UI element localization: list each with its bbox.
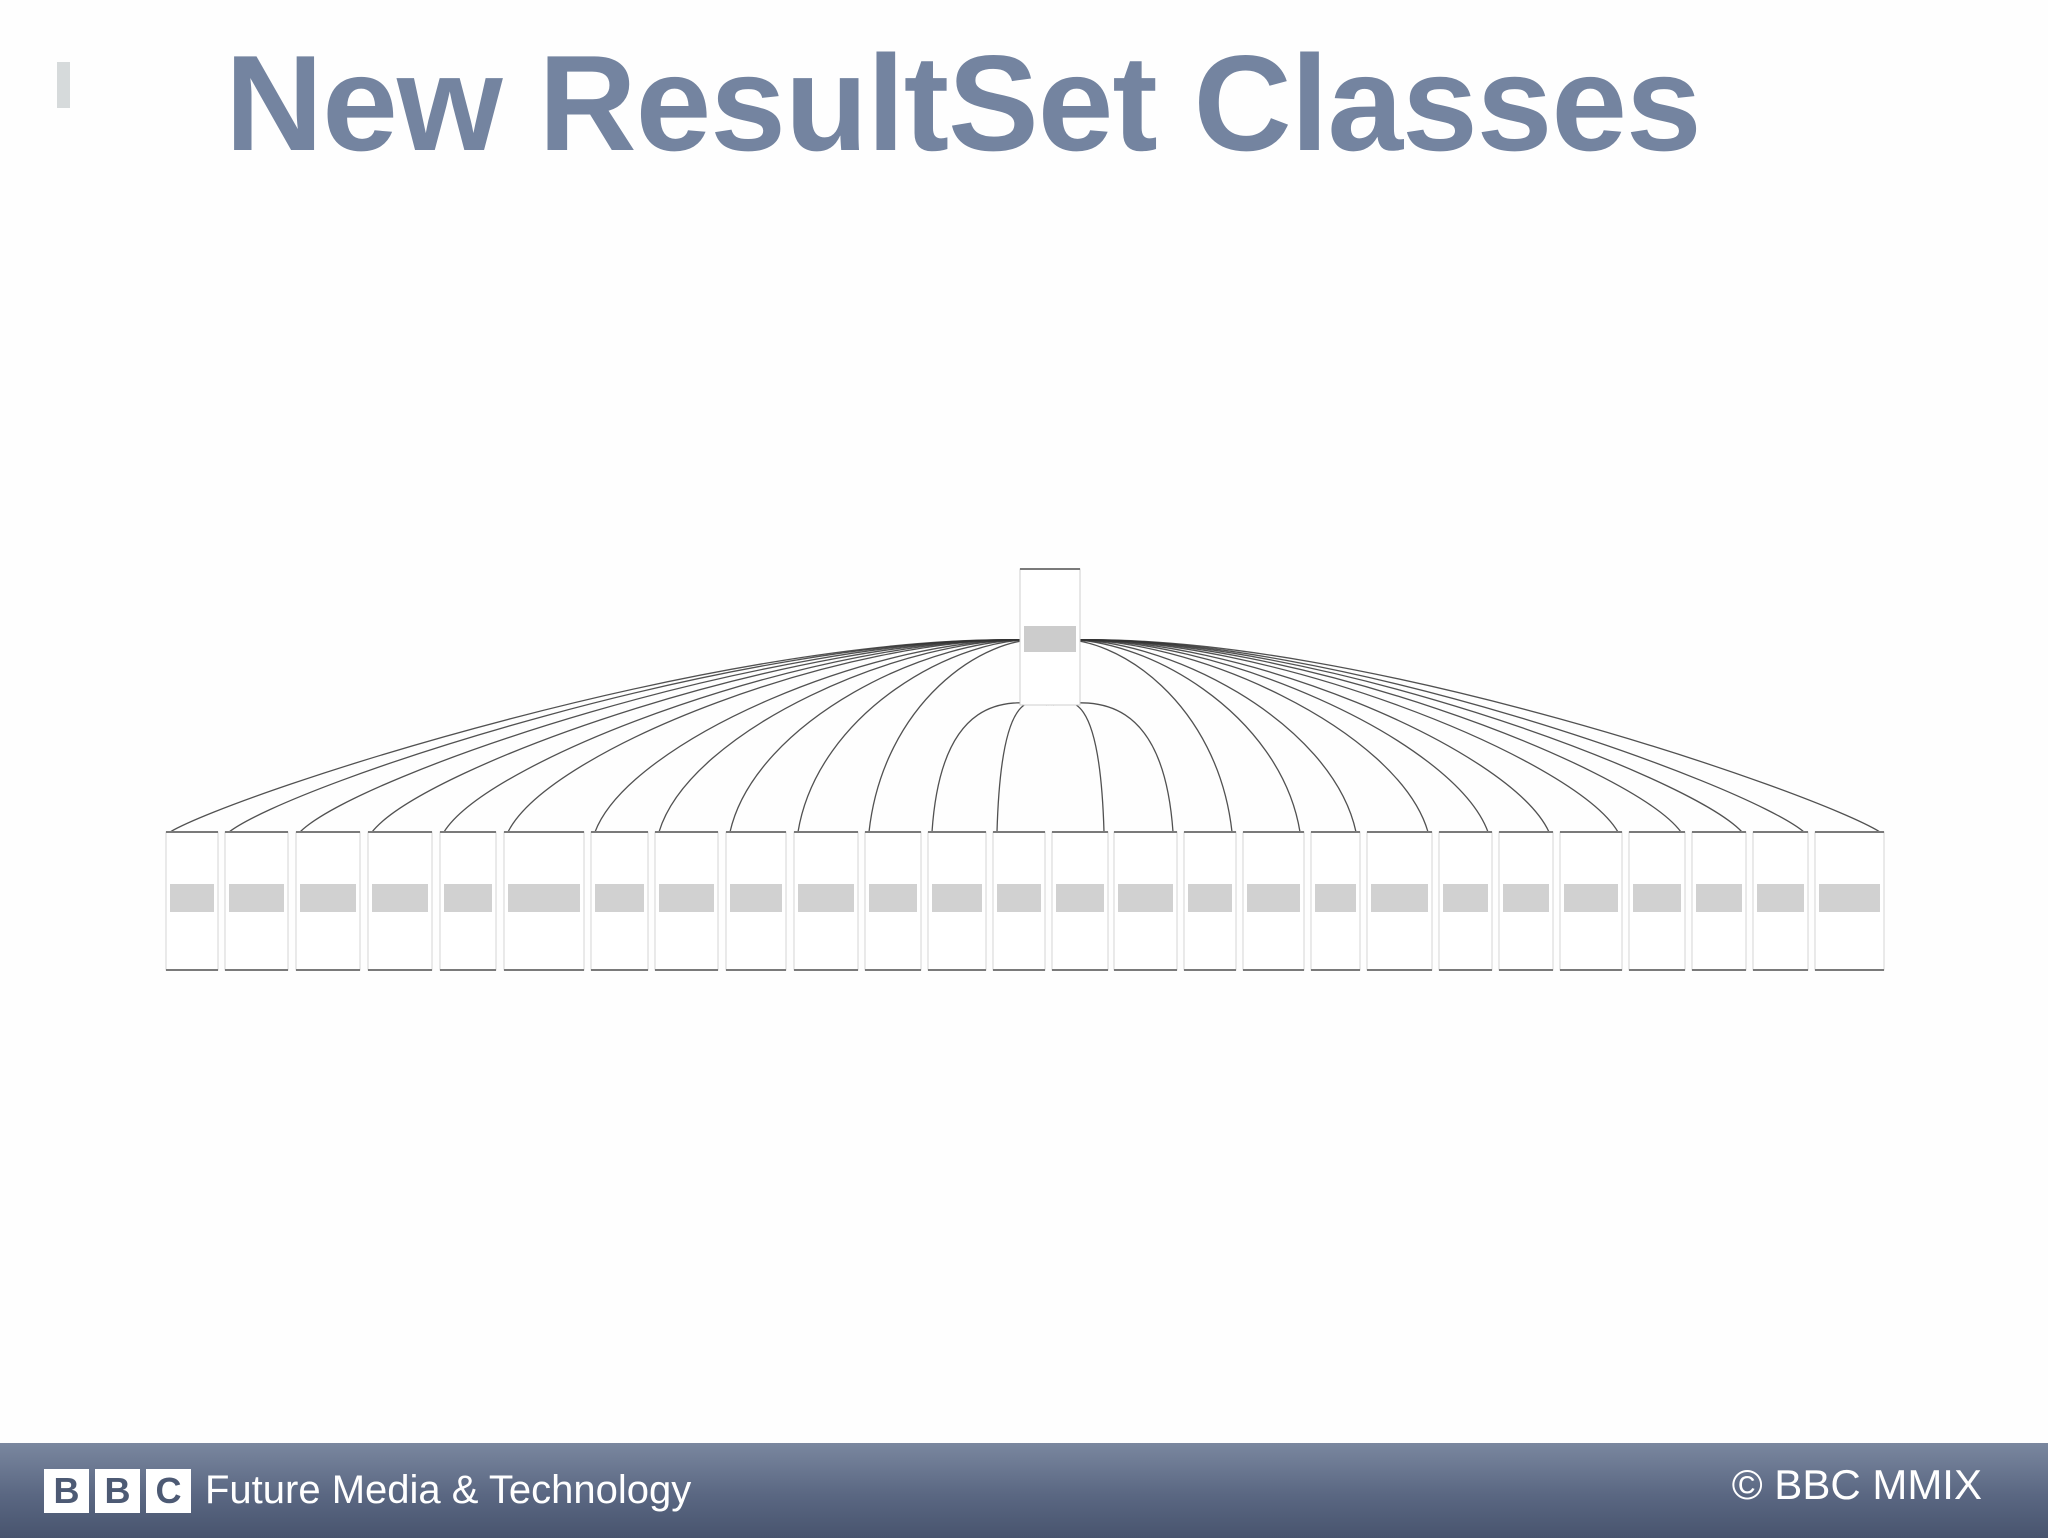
connector-line [1071,639,1743,833]
child-class-box [1691,831,1747,971]
child-class-box [1242,831,1305,971]
connector-line [1073,639,1805,833]
child-class-box [224,831,289,971]
child-class-box [992,831,1046,971]
connector-line [868,639,1045,833]
connector-line [1057,639,1301,833]
connector-line [1075,639,1881,833]
child-class-box [1814,831,1885,971]
connector-line [931,702,1047,833]
connector-line [797,639,1043,833]
child-class-box [1628,831,1686,971]
connector-line [1059,639,1357,833]
connector-line [1063,639,1489,833]
footer-brand: Future Media & Technology [205,1468,692,1512]
child-class-box [1310,831,1361,971]
connector-line [443,639,1033,833]
child-class-box [165,831,219,971]
parent-class-box [1019,568,1081,706]
bbc-logo: B B C [44,1469,191,1513]
slide-marker [57,62,70,108]
connector-line [228,639,1027,833]
connector-line [996,701,1050,833]
slide-title: New ResultSet Classes [225,27,1702,179]
connector-line [1050,701,1105,833]
child-class-box [367,831,433,971]
connector-line [371,639,1031,833]
bbc-logo-block: C [146,1469,191,1513]
footer-bar: B B C Future Media & Technology © BBC MM… [0,1443,2048,1538]
connector-line [658,639,1039,833]
connector-line [1069,639,1682,833]
child-class-box [1366,831,1433,971]
connector-line [729,639,1041,833]
child-class-nodes [165,831,1885,971]
child-class-box [1498,831,1554,971]
child-class-box [1438,831,1493,971]
child-class-box [1113,831,1178,971]
connector-line [299,639,1029,833]
child-class-box [1051,831,1109,971]
connector-line [169,639,1025,833]
child-class-box [439,831,497,971]
child-class-box [295,831,361,971]
connector-line [507,639,1035,833]
connector-line [1053,702,1174,833]
connector-line [594,639,1037,833]
child-class-box [725,831,787,971]
child-class-box [1752,831,1809,971]
child-class-box [864,831,922,971]
child-class-box [1559,831,1623,971]
connector-lines [169,639,1881,833]
class-hierarchy-diagram [165,568,1885,971]
bbc-logo-block: B [44,1469,89,1513]
child-class-box [1183,831,1237,971]
child-class-box [654,831,719,971]
child-class-box [503,831,585,971]
child-class-box [793,831,859,971]
connector-line [1067,639,1619,833]
footer-copyright: © BBC MMIX [1731,1461,1982,1508]
child-class-box [590,831,649,971]
connector-line [1061,639,1429,833]
parent-class-node [1019,568,1081,706]
bbc-logo-block: B [95,1469,140,1513]
connector-line [1065,639,1550,833]
connector-line [1055,639,1233,833]
child-class-box [927,831,987,971]
